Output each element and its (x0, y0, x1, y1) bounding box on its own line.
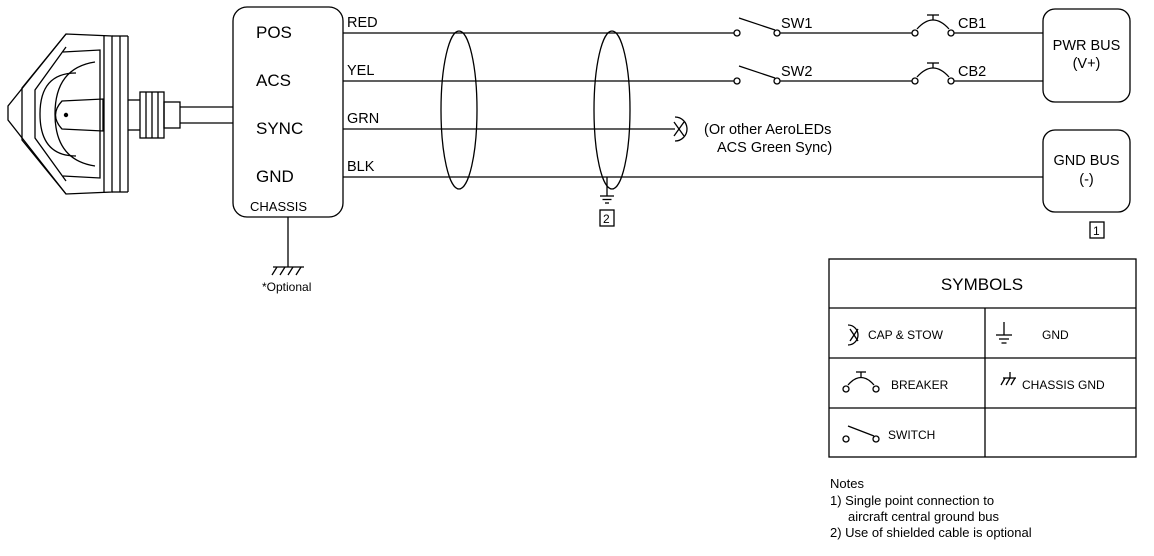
power-bus: PWR BUS (V+) (1042, 8, 1131, 103)
cb2-label: CB2 (958, 64, 986, 80)
sw1-label: SW1 (781, 16, 812, 32)
breaker-cb2-icon (911, 62, 1043, 85)
power-bus-polarity: (V+) (1073, 56, 1101, 72)
chassis-label: CHASSIS (250, 199, 307, 214)
legend-cap-stow-label: CAP & STOW (868, 328, 944, 342)
power-bus-name: PWR BUS (1053, 38, 1121, 54)
pin-gnd-label: GND (256, 167, 294, 186)
cap-stow-icon (673, 116, 688, 142)
legend-cap-stow-icon (847, 324, 859, 346)
cb1-label: CB1 (958, 16, 986, 32)
legend-chassis-gnd-label: CHASSIS GND (1022, 378, 1105, 392)
sw2-label: SW2 (781, 64, 812, 80)
module-box: POS ACS SYNC GND CHASSIS (232, 6, 344, 218)
legend-gnd-label: GND (1042, 328, 1069, 342)
note-item: 2) Use of shielded cable is optional (830, 525, 1032, 540)
ground-bus-name: GND BUS (1053, 153, 1119, 169)
symbols-table: SYMBOLS CAP & STOW GND BREAKER (828, 258, 1137, 458)
sync-note-line2: ACS Green Sync) (717, 140, 832, 156)
ground-bus-polarity: (-) (1079, 172, 1094, 188)
chassis-ground-icon (271, 217, 304, 276)
optional-note: *Optional (262, 280, 311, 294)
note-ref-1: 1 (1093, 224, 1100, 238)
symbols-title: SYMBOLS (941, 275, 1023, 294)
note-item: 1) Single point connection to (830, 493, 994, 508)
red-wire-label: RED (347, 15, 378, 31)
note-ref-2: 2 (603, 212, 610, 226)
note-ref-box-1 (1089, 221, 1105, 239)
legend-switch-icon (842, 425, 880, 443)
green-wire-label: GRN (347, 111, 379, 127)
light-fixture-icon (7, 33, 233, 195)
notes-heading: Notes (830, 476, 864, 491)
pin-pos-label: POS (256, 23, 292, 42)
legend-chassis-gnd-icon (1000, 372, 1016, 386)
ground-bus: GND BUS (-) (1042, 129, 1131, 213)
shield-ellipse-right (593, 30, 631, 190)
wires (343, 32, 1043, 178)
shield-ellipse-left (440, 30, 478, 190)
switch-sw1-icon (733, 17, 912, 37)
legend-breaker-icon (842, 371, 880, 393)
pin-acs-label: ACS (256, 71, 291, 90)
switch-sw2-icon (733, 65, 912, 85)
note-ref-box-2 (599, 209, 615, 227)
yellow-wire-label: YEL (347, 63, 374, 79)
notes: Notes 1) Single point connection to airc… (830, 476, 1032, 540)
black-wire-label: BLK (347, 159, 375, 175)
breaker-cb1-icon (911, 14, 1043, 37)
note-item: aircraft central ground bus (848, 509, 1000, 524)
pin-sync-label: SYNC (256, 119, 303, 138)
legend-switch-label: SWITCH (888, 428, 935, 442)
legend-gnd-icon (996, 322, 1012, 344)
shield-ground-icon (600, 177, 614, 204)
sync-note-line1: (Or other AeroLEDs (704, 122, 831, 138)
legend-breaker-label: BREAKER (891, 378, 949, 392)
